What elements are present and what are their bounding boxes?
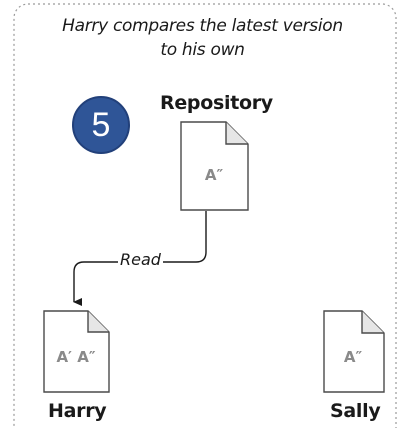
harry-label: Harry — [48, 400, 107, 422]
read-edge-label: Read — [118, 250, 163, 269]
repository-document-icon: A″ — [180, 121, 249, 211]
repository-label: Repository — [160, 92, 273, 114]
sally-label: Sally — [330, 400, 381, 422]
harry-document-icon: A′ A″ — [43, 310, 110, 393]
step-number-badge: 5 — [72, 96, 130, 154]
caption-line-2: to his own — [160, 40, 245, 60]
harry-document-text: A′ A″ — [56, 348, 95, 366]
caption-line-1: Harry compares the latest version — [62, 16, 343, 36]
sally-document-text: A″ — [344, 348, 363, 366]
repository-document-text: A″ — [205, 166, 224, 184]
sally-document-icon: A″ — [323, 310, 385, 393]
dotted-frame — [13, 3, 397, 428]
